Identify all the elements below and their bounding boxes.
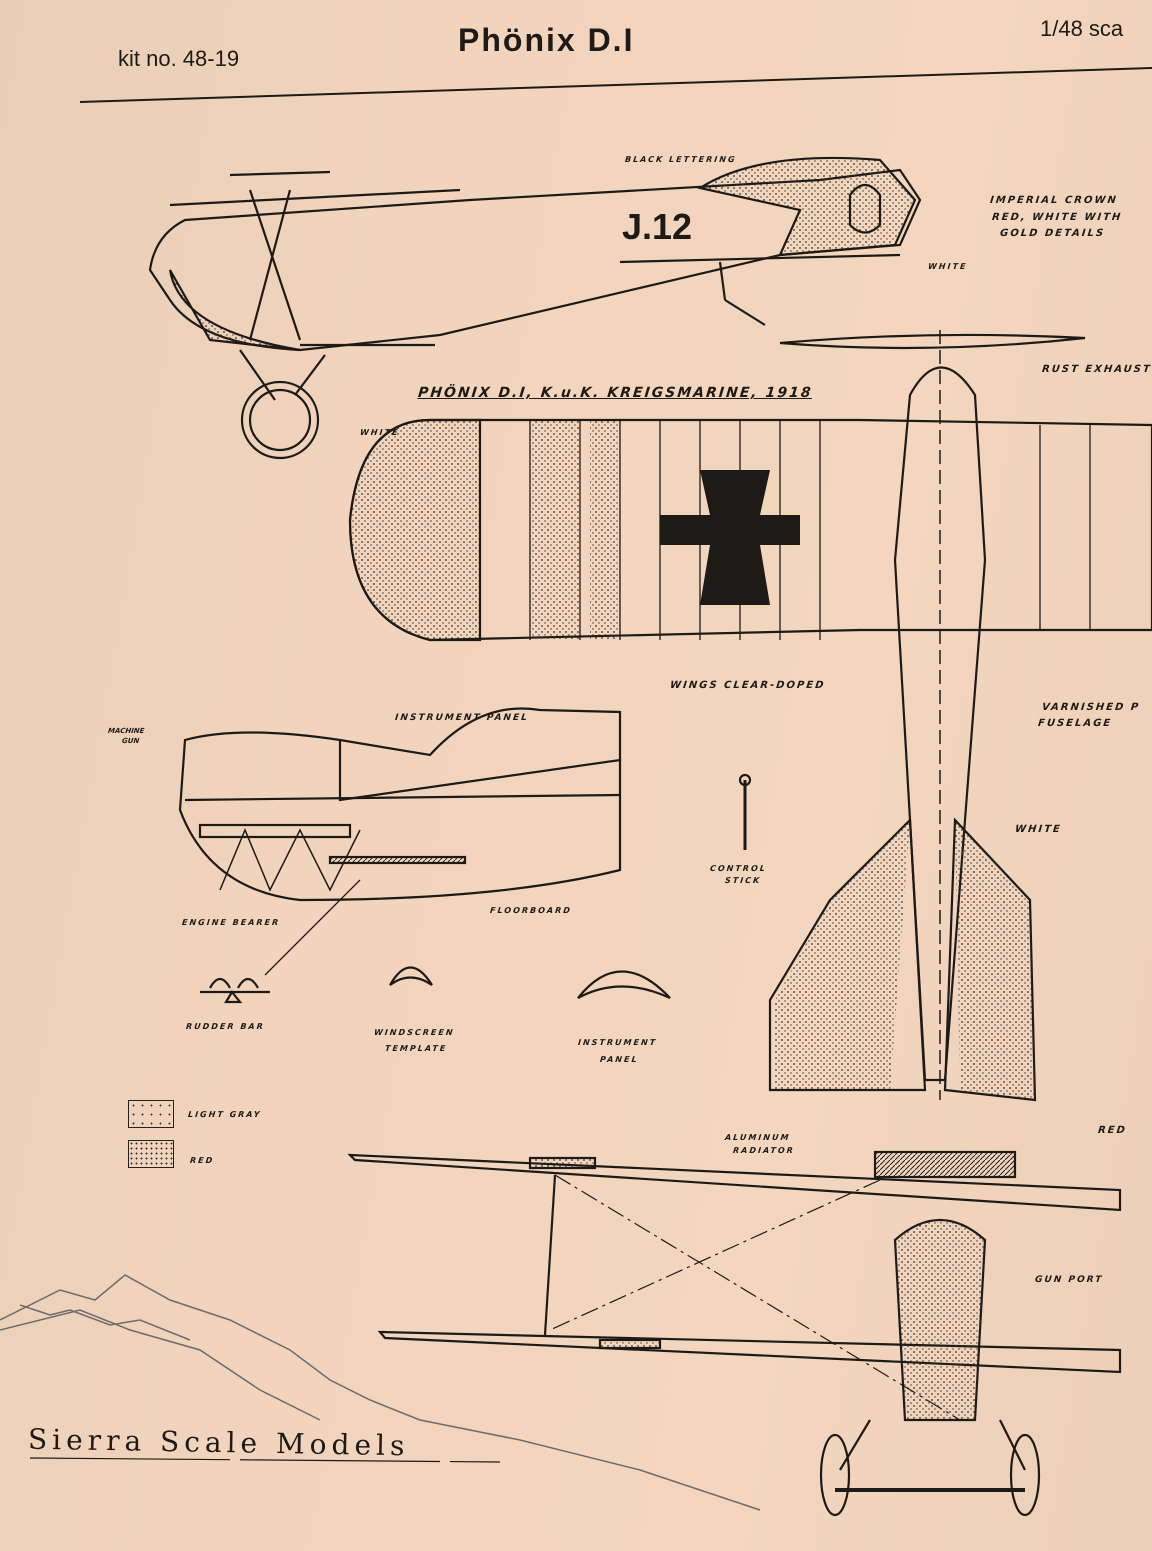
legend-label-light-gray: LIGHT GRAY: [187, 1110, 262, 1119]
label-rust-exhaust: RUST EXHAUST: [1041, 364, 1152, 375]
label-engine-bearer: ENGINE BEARER: [181, 918, 281, 927]
legend-label-red: RED: [189, 1156, 215, 1165]
label-windscreen-1: WINDSCREEN: [373, 1028, 456, 1037]
label-gun-port: GUN PORT: [1034, 1275, 1104, 1285]
label-control-stick-2: STICK: [724, 876, 762, 885]
label-crown-2: RED, WHITE WITH: [991, 212, 1123, 223]
side-view-aircraft: [148, 156, 922, 460]
label-white-tail: WHITE: [927, 262, 968, 271]
legend-swatch-red: [128, 1140, 174, 1168]
top-view-aircraft: [348, 330, 1152, 1102]
header-rule: [79, 67, 1152, 103]
legend-swatch-light-gray: [128, 1100, 174, 1128]
label-machine-gun-2: GUN: [121, 737, 140, 745]
iron-cross-insignia: [660, 470, 800, 605]
label-instrument-panel-2b: PANEL: [599, 1055, 640, 1064]
label-control-stick-1: CONTROL: [709, 864, 768, 873]
label-white-stabilizer: WHITE: [1014, 824, 1063, 835]
label-fuselage-1: VARNISHED P: [1041, 702, 1141, 713]
aircraft-caption: PHÖNIX D.I, K.u.K. KREIGSMARINE, 1918: [417, 385, 814, 401]
label-radiator-2: RADIATOR: [732, 1146, 796, 1155]
label-fuselage-2: FUSELAGE: [1037, 718, 1113, 729]
page-title: Phönix D.I: [458, 22, 635, 58]
label-windscreen-2: TEMPLATE: [384, 1044, 448, 1053]
kit-number: kit no. 48-19: [118, 46, 240, 71]
label-crown-1: IMPERIAL CROWN: [989, 195, 1119, 206]
brand-name: Sierra Scale Models: [27, 1422, 410, 1463]
label-radiator-1: ALUMINUM: [724, 1133, 791, 1142]
mountain-logo: [0, 1274, 761, 1511]
label-white-wingtip: WHITE: [359, 428, 400, 437]
registration-marking: J.12: [622, 206, 693, 247]
label-machine-gun-1: MACHINE: [107, 727, 145, 735]
label-instrument-panel: INSTRUMENT PANEL: [394, 713, 530, 723]
label-rudder-bar: RUDDER BAR: [185, 1022, 266, 1031]
label-black-lettering: BLACK LETTERING: [624, 155, 738, 164]
front-view-aircraft: [347, 1150, 1122, 1517]
cockpit-cutaway: [178, 707, 671, 1004]
label-red-elevator: RED: [1097, 1125, 1128, 1136]
label-wings-clear-doped: WINGS CLEAR-DOPED: [669, 680, 826, 691]
scale-label: 1/48 sca: [1040, 16, 1124, 41]
label-instrument-panel-2a: INSTRUMENT: [577, 1038, 658, 1047]
label-floorboard: FLOORBOARD: [489, 906, 573, 915]
label-crown-3: GOLD DETAILS: [999, 228, 1106, 239]
